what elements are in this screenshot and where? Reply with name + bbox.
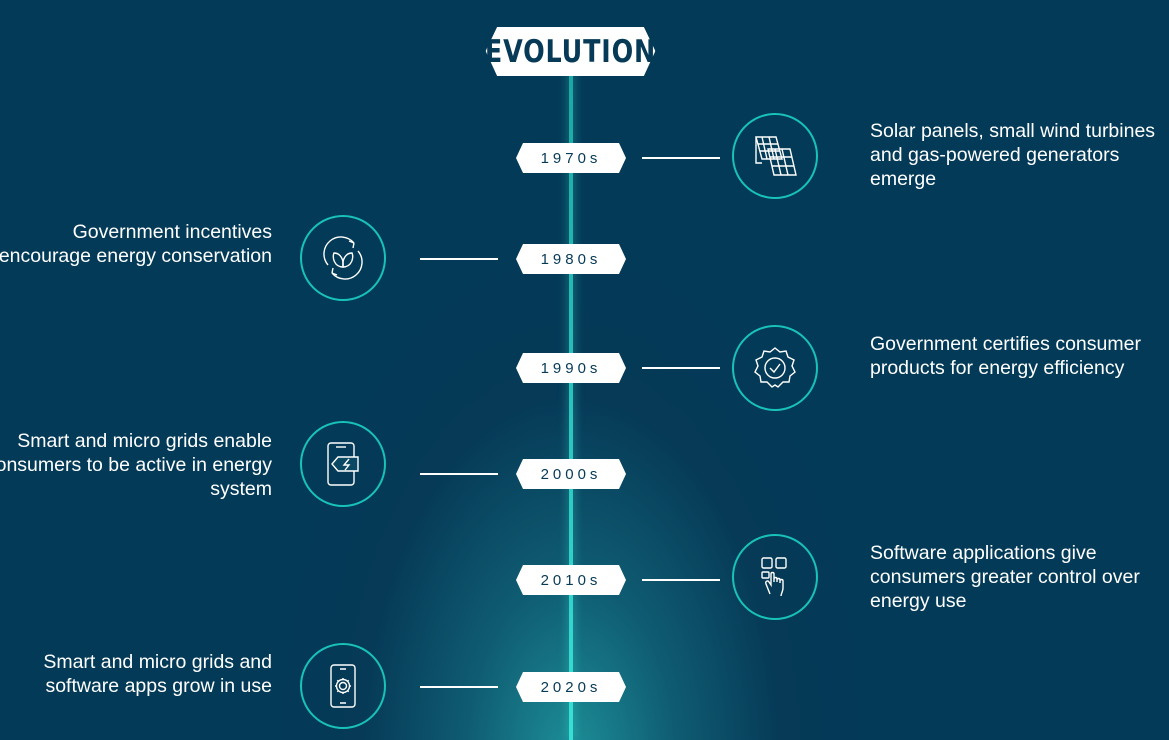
year-badge-2010s: 2010s [516,565,626,595]
year-badge-1970s: 1970s [516,143,626,173]
year-badge-1980s: 1980s [516,244,626,274]
timeline-spine [569,70,573,740]
connector-1990s [642,367,720,369]
year-badge-2000s: 2000s [516,459,626,489]
year-badge-1990s: 1990s [516,353,626,383]
icon-circle-1990s [732,325,818,411]
icon-circle-2010s [732,534,818,620]
icon-circle-2020s [300,643,386,729]
event-text-1980s: Government incentives encourage energy c… [0,221,272,267]
icon-circle-1980s [300,215,386,301]
solar-panel-icon [755,136,797,176]
phone-settings-icon [330,664,356,708]
connector-2010s [642,579,720,581]
icon-circle-2000s [300,421,386,507]
touch-apps-icon [761,557,787,597]
event-text-1970s: Solar panels, small wind turbines and ga… [870,120,1156,190]
year-badge-2020s: 2020s [516,672,626,702]
event-text-2010s: Software applications give consumers gre… [870,542,1140,612]
connector-2020s [420,686,498,688]
leaf-cycle-icon [323,236,363,280]
event-text-2000s: Smart and micro grids enable consumers t… [0,430,272,500]
event-text-2020s: Smart and micro grids and software apps … [43,651,272,697]
event-text-1990s: Government certifies consumer products f… [870,333,1141,379]
certified-badge-icon [754,347,796,388]
icon-circle-1970s [732,113,818,199]
phone-energy-icon [327,442,359,486]
connector-1980s [420,258,498,260]
connector-1970s [642,157,720,159]
connector-2000s [420,473,498,475]
timeline-title: EVOLUTION [485,27,656,76]
